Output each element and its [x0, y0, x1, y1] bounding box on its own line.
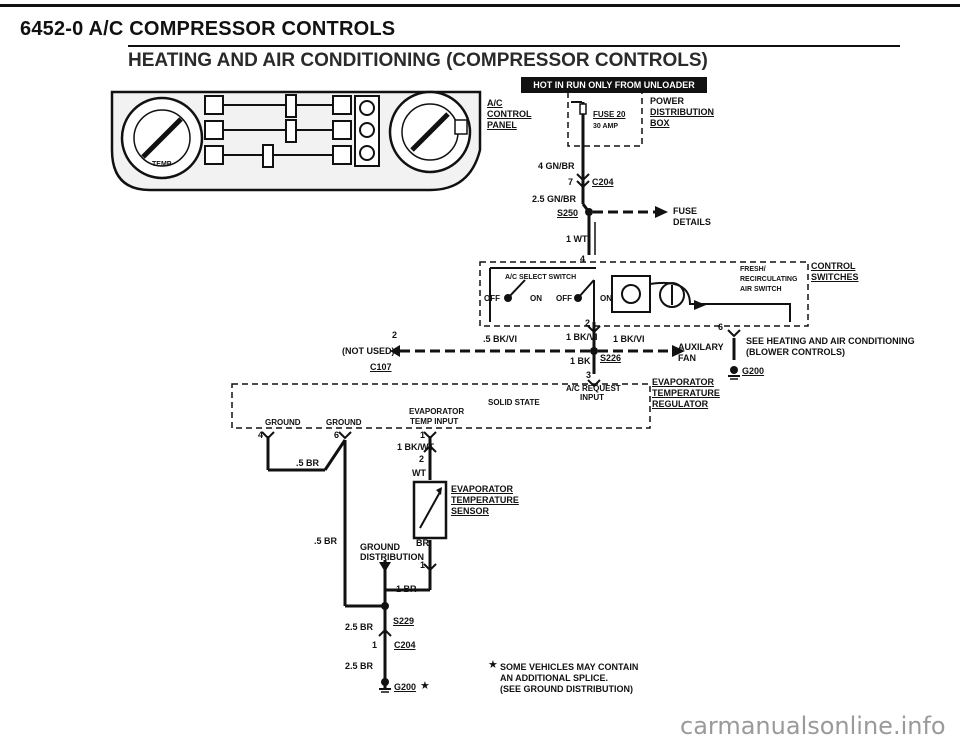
star-marker-icon: ★: [420, 680, 430, 692]
aux-fan-label-2: FAN: [678, 353, 696, 363]
fuse-details-label-1: FUSE: [673, 206, 698, 216]
amp-label: 30 AMP: [593, 123, 619, 130]
fresh-air-label-1: FRESH/: [740, 266, 766, 273]
wire-label: WT: [412, 468, 426, 478]
switch-off-label: OFF: [556, 294, 572, 303]
connector-label: C107: [370, 362, 392, 372]
pin-label: 4: [580, 254, 586, 264]
regulator-label-1: EVAPORATOR: [652, 377, 715, 387]
panel-label-1: A/C: [487, 98, 503, 108]
pin-label: 4: [258, 430, 264, 440]
splice-label: S250: [557, 208, 579, 218]
evap-input-label-1: EVAPORATOR: [409, 407, 465, 416]
pin-label: 2: [419, 454, 425, 464]
connector-label: C204: [394, 640, 416, 650]
connector-label: C204: [592, 177, 614, 187]
wire-label: .5 BK/VI: [483, 334, 518, 344]
note-line-3: (SEE GROUND DISTRIBUTION): [500, 684, 634, 694]
wire-label: 4 GN/BR: [538, 161, 575, 171]
note-star-icon: ★: [488, 659, 498, 671]
watermark: carmanualsonline.info: [680, 712, 946, 740]
pin-label: 6: [718, 322, 724, 332]
not-used-label: (NOT USED): [342, 346, 395, 356]
see-reference-1: SEE HEATING AND AIR CONDITIONING: [746, 336, 915, 346]
fresh-air-label-2: RECIRCULATING: [740, 276, 798, 283]
control-switches-label-1: CONTROL: [811, 261, 856, 271]
ac-control-panel: [110, 90, 482, 192]
switch-on-label: ON: [600, 294, 612, 303]
wire-label: 2.5 GN/BR: [532, 194, 577, 204]
pin-label: 7: [568, 177, 574, 187]
panel-label-3: PANEL: [487, 120, 517, 130]
ac-request-label-2: INPUT: [580, 393, 604, 402]
pin-label: 1: [372, 640, 378, 650]
ground-label: G200: [742, 366, 765, 376]
note-line-1: SOME VEHICLES MAY CONTAIN: [500, 662, 639, 672]
fuse-details-label-2: DETAILS: [673, 217, 711, 227]
wire-label: 1 BR: [396, 584, 417, 594]
ground-distribution-label-1: GROUND: [360, 542, 400, 552]
fresh-air-label-3: AIR SWITCH: [740, 286, 782, 293]
pin-label: 1: [420, 430, 426, 440]
ac-select-switch-label: A/C SELECT SWITCH: [505, 274, 577, 281]
sensor-label-3: SENSOR: [451, 506, 490, 516]
power-box-label-2: DISTRIBUTION: [650, 107, 714, 117]
wire-label: .5 BR: [314, 536, 338, 546]
pin-label: 1: [420, 560, 426, 570]
ground-label: G200: [394, 682, 417, 692]
wire-label: 1 BK/VI: [566, 332, 598, 342]
power-box-label-3: BOX: [650, 118, 670, 128]
wire-label: 2.5 BR: [345, 661, 374, 671]
splice-label: S226: [600, 353, 622, 363]
temp-knob-label: TEMP: [152, 161, 172, 168]
diagram-subtitle: HEATING AND AIR CONDITIONING (COMPRESSOR…: [128, 50, 708, 71]
sensor-label-1: EVAPORATOR: [451, 484, 514, 494]
ground-pin-label: GROUND: [265, 418, 301, 427]
panel-label-2: CONTROL: [487, 109, 532, 119]
pin-label: 3: [586, 370, 592, 380]
splice-label: S229: [393, 616, 415, 626]
regulator-label-3: REGULATOR: [652, 399, 709, 409]
ground-pin-label: GROUND: [326, 418, 362, 427]
wire-label: 1 BK/WT: [397, 442, 434, 452]
power-box-label-1: POWER: [650, 96, 685, 106]
page-title: 6452-0 A/C COMPRESSOR CONTROLS: [20, 18, 396, 40]
see-reference-2: (BLOWER CONTROLS): [746, 347, 845, 357]
fuse-label: FUSE 20: [593, 110, 626, 119]
hot-in-run-banner: HOT IN RUN ONLY FROM UNLOADER RELAY K7: [521, 77, 707, 106]
sensor-label-2: TEMPERATURE: [451, 495, 519, 505]
wire-label: 1 BK/VI: [613, 334, 645, 344]
evap-input-label-2: TEMP INPUT: [410, 417, 459, 426]
switch-off-label: OFF: [484, 294, 500, 303]
switch-on-label: ON: [530, 294, 542, 303]
control-switches-label-2: SWITCHES: [811, 272, 859, 282]
solid-state-label: SOLID STATE: [488, 398, 540, 407]
ground-distribution-label-2: DISTRIBUTION: [360, 552, 424, 562]
pin-label: 6: [334, 430, 340, 440]
regulator-label-2: TEMPERATURE: [652, 388, 720, 398]
wire-label: 2.5 BR: [345, 622, 374, 632]
pin-label: 2: [585, 318, 591, 328]
aux-fan-label-1: AUXILARY: [678, 342, 724, 352]
wire-label: 1 BK: [570, 356, 591, 366]
header-rule: [0, 4, 960, 7]
wire-label: 1 WT: [566, 234, 588, 244]
ac-request-label-1: A/C REQUEST: [566, 384, 621, 393]
pin-label: 2: [392, 330, 398, 340]
note-line-2: AN ADDITIONAL SPLICE.: [500, 673, 609, 683]
wire-label: BR: [416, 538, 429, 548]
wire-label: .5 BR: [296, 458, 320, 468]
